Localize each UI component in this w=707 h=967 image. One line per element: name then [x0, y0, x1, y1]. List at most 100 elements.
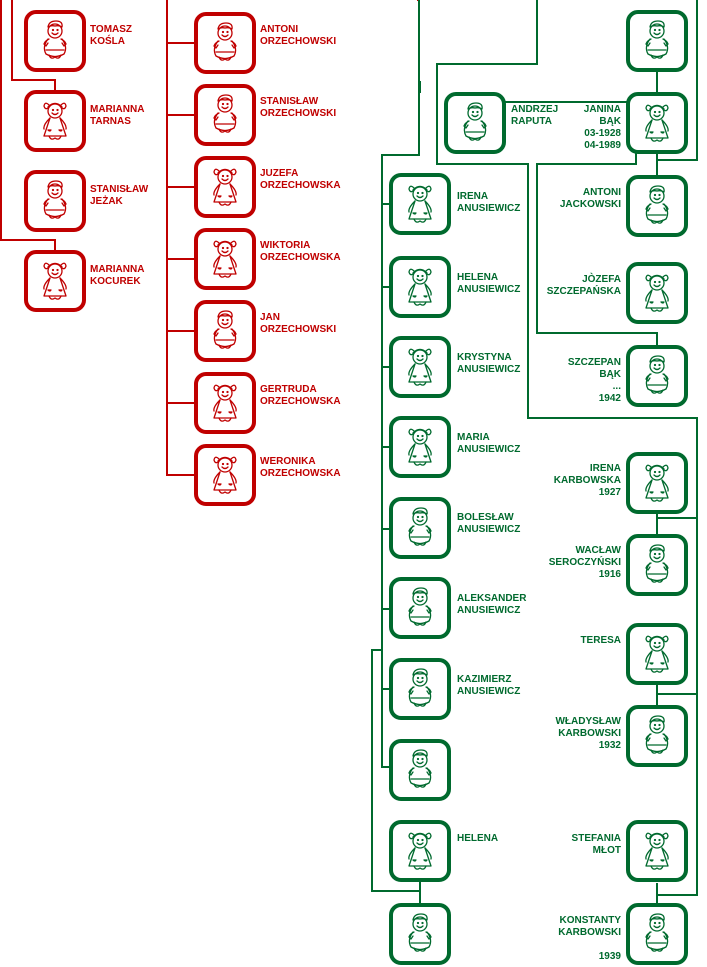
male-avatar-icon: [645, 355, 669, 394]
female-avatar-icon: [213, 456, 237, 494]
connector-line: [11, 0, 56, 93]
male-avatar-icon: [213, 94, 237, 133]
person-node[interactable]: [389, 497, 451, 559]
person-name-label: TOMASZ KOŚLA: [90, 24, 133, 47]
person-name-label: STANISŁAW ORZECHOWSKI: [260, 96, 337, 119]
person-name-label: HELENA ANUSIEWICZ: [457, 272, 521, 295]
person-name-label: IRENA ANUSIEWICZ: [457, 191, 521, 214]
person-node[interactable]: [194, 372, 256, 434]
person-name-label: STANISŁAW JEŻAK: [90, 184, 149, 207]
person-name-label: ANTONI JACKOWSKI: [559, 187, 621, 210]
male-avatar-icon: [43, 20, 67, 59]
person-node[interactable]: [24, 250, 86, 312]
connector-line: [436, 0, 698, 896]
female-avatar-icon: [645, 104, 669, 142]
person-name-label: KRYSTYNA ANUSIEWICZ: [457, 352, 521, 375]
female-avatar-icon: [645, 635, 669, 673]
person-node[interactable]: [626, 10, 688, 72]
male-avatar-icon: [408, 507, 432, 546]
male-avatar-icon: [408, 668, 432, 707]
person-node[interactable]: [389, 256, 451, 318]
person-name-label: TERESA: [580, 635, 621, 646]
person-node[interactable]: [626, 903, 688, 965]
green-connectors: [371, 0, 698, 906]
male-avatar-icon: [213, 310, 237, 349]
person-node[interactable]: [626, 820, 688, 882]
male-avatar-icon: [408, 913, 432, 952]
male-avatar-icon: [645, 715, 669, 754]
person-name-label: JANINA BĄK 03-1928 04-1989: [583, 104, 621, 151]
person-name-label: JUZEFA ORZECHOWSKA: [260, 168, 341, 191]
person-name-label: MARIANNA KOCUREK: [90, 264, 145, 287]
male-avatar-icon: [213, 22, 237, 61]
person-name-label: HELENA: [457, 833, 499, 844]
female-avatar-icon: [408, 832, 432, 870]
female-avatar-icon: [645, 274, 669, 312]
person-node[interactable]: [626, 92, 688, 154]
person-node[interactable]: [389, 336, 451, 398]
male-avatar-icon: [645, 185, 669, 224]
person-node[interactable]: [24, 170, 86, 232]
person-node[interactable]: [626, 345, 688, 407]
person-node[interactable]: [194, 444, 256, 506]
person-node[interactable]: [194, 228, 256, 290]
female-avatar-icon: [213, 240, 237, 278]
female-avatar-icon: [408, 185, 432, 223]
person-name-label: WIKTORIA ORZECHOWSKA: [260, 240, 341, 263]
person-node[interactable]: [194, 156, 256, 218]
person-name-label: JAN ORZECHOWSKI: [260, 312, 337, 335]
person-node[interactable]: [194, 84, 256, 146]
female-avatar-icon: [408, 428, 432, 466]
female-avatar-icon: [43, 102, 67, 140]
person-name-label: MARIA ANUSIEWICZ: [457, 432, 521, 455]
male-avatar-icon: [463, 102, 487, 141]
male-avatar-icon: [43, 180, 67, 219]
person-node[interactable]: [389, 173, 451, 235]
person-name-label: ANTONI ORZECHOWSKI: [260, 24, 337, 47]
person-node[interactable]: [626, 175, 688, 237]
male-avatar-icon: [645, 20, 669, 59]
female-avatar-icon: [213, 384, 237, 422]
person-node[interactable]: [194, 300, 256, 362]
person-node[interactable]: [626, 623, 688, 685]
person-name-label: GERTRUDA ORZECHOWSKA: [260, 384, 341, 407]
person-name-label: BOLESŁAW ANUSIEWICZ: [457, 512, 521, 535]
connector-line: [656, 0, 698, 161]
male-avatar-icon: [645, 544, 669, 583]
person-name-label: JÒZEFA SZCZEPAŃSKA: [546, 274, 621, 297]
person-name-label: ALEKSANDER ANUSIEWICZ: [457, 593, 527, 616]
person-node[interactable]: [389, 739, 451, 801]
red-connectors: [0, 0, 419, 476]
person-node[interactable]: [389, 658, 451, 720]
female-avatar-icon: [408, 268, 432, 306]
person-node[interactable]: [194, 12, 256, 74]
person-name-label: WACŁAW SEROCZYŃSKI 1916: [548, 545, 621, 580]
person-node[interactable]: [626, 705, 688, 767]
person-name-label: WERONIKA ORZECHOWSKA: [260, 456, 341, 479]
person-name-label: ANDRZEJ RAPUTA: [511, 104, 559, 127]
person-node[interactable]: [24, 90, 86, 152]
female-avatar-icon: [43, 262, 67, 300]
person-name-label: MARIANNA TARNAS: [90, 104, 145, 127]
connector-line: [381, 0, 420, 768]
person-node[interactable]: [626, 534, 688, 596]
person-name-label: KAZIMIERZ ANUSIEWICZ: [457, 674, 521, 697]
person-node[interactable]: [389, 903, 451, 965]
female-avatar-icon: [408, 348, 432, 386]
person-node[interactable]: [626, 262, 688, 324]
person-node[interactable]: [24, 10, 86, 72]
connector-line: [536, 153, 658, 346]
person-node[interactable]: [389, 416, 451, 478]
female-avatar-icon: [213, 168, 237, 206]
person-node[interactable]: [389, 577, 451, 639]
person-node[interactable]: [444, 92, 506, 154]
male-avatar-icon: [408, 749, 432, 788]
person-node[interactable]: [626, 452, 688, 514]
female-avatar-icon: [645, 832, 669, 870]
person-name-label: IRENA KARBOWSKA 1927: [553, 463, 621, 498]
male-avatar-icon: [645, 913, 669, 952]
person-node[interactable]: [389, 820, 451, 882]
person-name-label: SZCZEPAN BĄK ... 1942: [567, 357, 621, 404]
female-avatar-icon: [645, 464, 669, 502]
